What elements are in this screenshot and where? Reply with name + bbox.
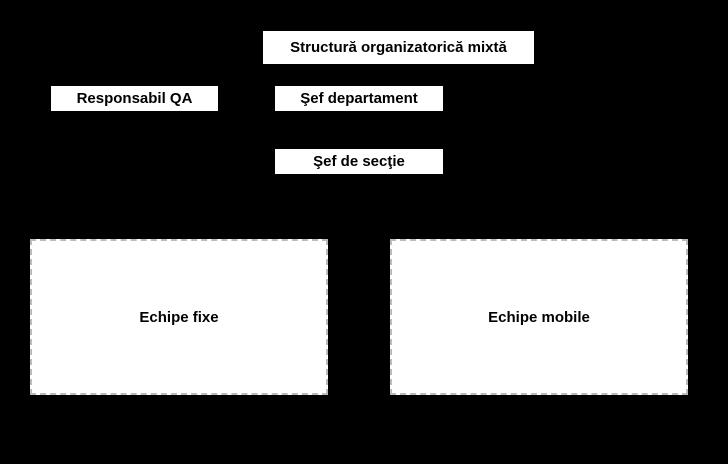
node-sef-de-sectie: Şef de secţie — [275, 149, 443, 174]
node-responsabil-qa: Responsabil QA — [51, 86, 218, 111]
diagram-title: Structură organizatorică mixtă — [263, 31, 534, 64]
node-sef-departament: Şef departament — [275, 86, 443, 111]
node-echipe-mobile: Echipe mobile — [390, 239, 688, 395]
node-echipe-fixe: Echipe fixe — [30, 239, 328, 395]
